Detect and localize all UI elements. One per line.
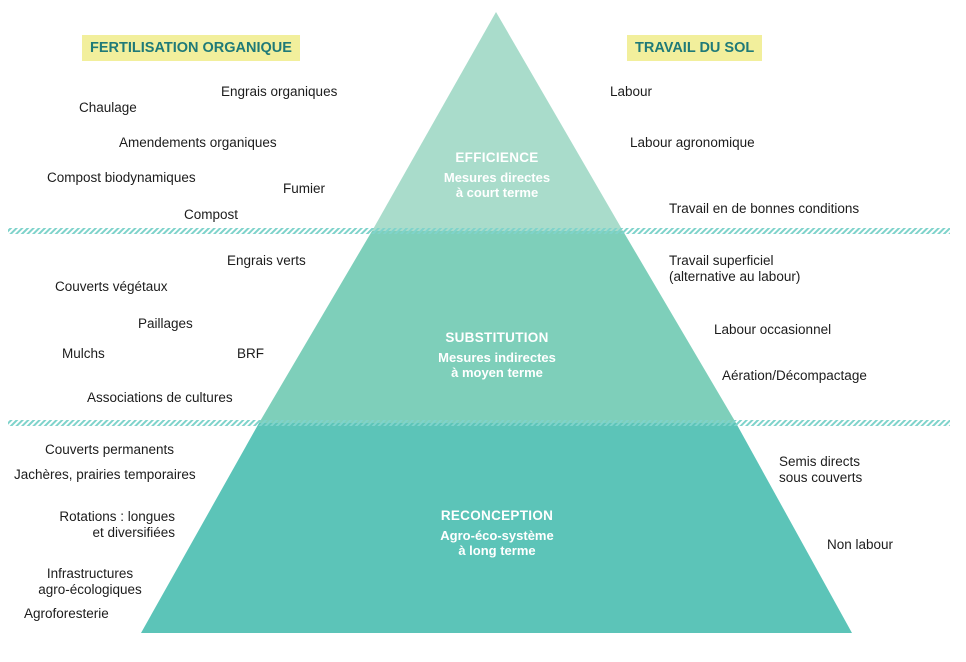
label-aeration-decompactage: Aération/Décompactage xyxy=(722,368,867,383)
label-travail-superficiel-line2: (alternative au labour) xyxy=(669,269,801,284)
label-couverts-vegetaux: Couverts végétaux xyxy=(55,279,168,294)
header-travail-du-sol: TRAVAIL DU SOL xyxy=(627,35,763,61)
label-semis-directs-line1: Semis directs xyxy=(779,454,861,469)
label-travail-superficiel: Travail superficiel (alternative au labo… xyxy=(669,253,800,285)
label-non-labour: Non labour xyxy=(827,537,894,552)
pyramid-tier-top xyxy=(372,12,623,231)
tier-reconception-line2: à long terme xyxy=(458,543,536,558)
label-travail-bonnes-conditions: Travail en de bonnes conditions xyxy=(669,201,860,216)
tier-efficience-name: EFFICIENCE xyxy=(455,150,539,165)
label-labour-occasionnel: Labour occasionnel xyxy=(714,322,832,337)
label-engrais-organiques: Engrais organiques xyxy=(221,84,338,99)
label-agroforesterie: Agroforesterie xyxy=(24,606,109,621)
label-infrastructures-line2: agro-écologiques xyxy=(38,582,142,597)
separator-line-top xyxy=(8,228,950,234)
tier-substitution-name: SUBSTITUTION xyxy=(445,330,549,345)
header-fertilisation-organique: FERTILISATION ORGANIQUE xyxy=(82,35,300,61)
label-couverts-permanents: Couverts permanents xyxy=(45,442,175,457)
label-compost: Compost xyxy=(184,207,239,222)
label-rotations-line2: et diversifiées xyxy=(92,525,175,540)
label-rotations-line1: Rotations : longues xyxy=(59,509,175,524)
label-infrastructures: Infrastructures agro-écologiques xyxy=(15,566,165,598)
label-rotations: Rotations : longues et diversifiées xyxy=(40,509,175,541)
tier-substitution-line1: Mesures indirectes xyxy=(438,350,556,365)
tier-efficience-line1: Mesures directes xyxy=(443,170,551,185)
tier-reconception-name: RECONCEPTION xyxy=(440,508,554,523)
label-engrais-verts: Engrais verts xyxy=(227,253,306,268)
label-jacheres: Jachères, prairies temporaires xyxy=(14,467,196,482)
label-labour-agronomique: Labour agronomique xyxy=(630,135,755,150)
label-associations-de-cultures: Associations de cultures xyxy=(87,390,233,405)
label-semis-directs-line2: sous couverts xyxy=(779,470,863,485)
label-chaulage: Chaulage xyxy=(79,100,137,115)
label-fumier: Fumier xyxy=(283,181,326,196)
pyramid-tier-bottom xyxy=(141,423,852,633)
label-semis-directs: Semis directs sous couverts xyxy=(779,454,862,486)
tier-efficience-line2: à court terme xyxy=(455,185,539,200)
tier-substitution: SUBSTITUTION Mesures indirectes à moyen … xyxy=(410,330,584,380)
pyramid-tier-middle xyxy=(259,231,736,423)
label-compost-biodynamiques: Compost biodynamiques xyxy=(47,170,196,185)
label-brf: BRF xyxy=(237,346,264,361)
separator-line-bottom xyxy=(8,420,950,426)
label-labour: Labour xyxy=(610,84,653,99)
label-mulchs: Mulchs xyxy=(62,346,105,361)
label-paillages: Paillages xyxy=(138,316,193,331)
tier-substitution-line2: à moyen terme xyxy=(451,365,543,380)
tier-reconception: RECONCEPTION Agro-éco-système à long ter… xyxy=(410,508,584,558)
label-amendements-organiques: Amendements organiques xyxy=(119,135,277,150)
label-infrastructures-line1: Infrastructures xyxy=(46,566,134,581)
tier-efficience: EFFICIENCE Mesures directes à court term… xyxy=(420,150,574,200)
label-travail-superficiel-line1: Travail superficiel xyxy=(669,253,774,268)
tier-reconception-line1: Agro-éco-système xyxy=(440,528,554,543)
